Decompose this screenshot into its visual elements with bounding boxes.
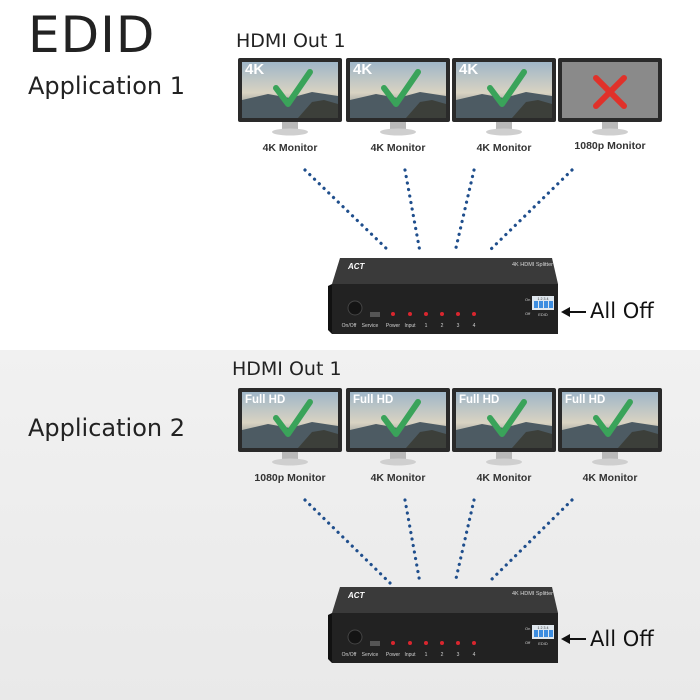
monitor-2-2: Full HD	[346, 388, 450, 473]
resolution-badge: 4K	[353, 61, 373, 78]
resolution-badge: Full HD	[565, 394, 606, 406]
hdmi-line-1-2	[403, 168, 422, 254]
checkmark-icon	[381, 399, 421, 437]
monitor-caption: 4K Monitor	[370, 142, 426, 154]
dip-off-label: Off	[525, 640, 531, 645]
application-2-label: Application 2	[28, 414, 185, 442]
hdmi-line-2-2	[403, 498, 422, 585]
hdmi-out-label-2: HDMI Out 1	[232, 358, 342, 380]
port-label: 1	[425, 323, 428, 329]
status-led	[456, 312, 460, 316]
port-label: On/Off	[342, 652, 357, 658]
monitor-1-4	[558, 58, 662, 143]
dip-numbers: 1 2 3 4	[538, 626, 549, 630]
monitor-caption: 4K Monitor	[476, 472, 532, 484]
application-1-label: Application 1	[28, 72, 185, 100]
resolution-badge: Full HD	[353, 394, 394, 406]
status-led	[391, 641, 395, 645]
resolution-badge: Full HD	[459, 394, 500, 406]
monitor-caption: 1080p Monitor	[574, 140, 646, 152]
page-title: EDID	[28, 6, 156, 64]
power-button[interactable]	[347, 629, 363, 645]
hdmi-line-2-1	[303, 498, 392, 585]
monitor-caption: 1080p Monitor	[254, 472, 326, 484]
checkmark-icon	[273, 399, 313, 437]
monitor-caption: 4K Monitor	[370, 472, 426, 484]
dip-caption: EDID	[538, 641, 548, 646]
dip-on-label: On	[525, 297, 530, 302]
checkmark-icon	[381, 69, 421, 107]
port-label: Power	[386, 652, 401, 658]
port-label: 4	[473, 323, 476, 329]
brand-logo: ACT	[347, 262, 366, 271]
hdmi-line-1-4	[486, 168, 574, 254]
resolution-badge: 4K	[459, 61, 479, 78]
port-label: Service	[362, 652, 379, 658]
port-label: 4	[473, 652, 476, 658]
status-led	[391, 312, 395, 316]
power-button[interactable]	[347, 300, 363, 316]
port-label: Power	[386, 323, 401, 329]
dip-numbers: 1 2 3 4	[538, 297, 549, 301]
status-led	[408, 641, 412, 645]
cross-icon	[593, 75, 627, 109]
dip-state-label-1: All Off	[590, 299, 654, 323]
status-led	[424, 312, 428, 316]
hdmi-line-1-3	[453, 168, 476, 254]
hdmi-line-2-4	[486, 498, 574, 585]
status-led	[472, 641, 476, 645]
service-port	[370, 641, 380, 646]
hdmi-out-label-1: HDMI Out 1	[236, 30, 346, 52]
hdmi-line-1-1	[303, 168, 392, 254]
monitor-2-3: Full HD	[452, 388, 556, 473]
dip-state-label-2: All Off	[590, 627, 654, 651]
hdmi-line-2-3	[453, 498, 476, 585]
status-led	[424, 641, 428, 645]
model-label: 4K HDMI Splitter	[512, 262, 553, 268]
monitor-1-1: 4K	[238, 58, 342, 143]
port-label: Service	[362, 323, 379, 329]
monitor-2-1: Full HD	[238, 388, 342, 473]
resolution-badge: 4K	[245, 61, 265, 78]
status-led	[440, 312, 444, 316]
status-led	[456, 641, 460, 645]
monitor-caption: 4K Monitor	[262, 142, 318, 154]
port-label: 2	[441, 652, 444, 658]
port-label: On/Off	[342, 323, 357, 329]
checkmark-icon	[487, 399, 527, 437]
port-label: 2	[441, 323, 444, 329]
port-label: 1	[425, 652, 428, 658]
checkmark-icon	[593, 399, 633, 437]
monitor-2-4: Full HD	[558, 388, 662, 473]
dip-caption: EDID	[538, 312, 548, 317]
status-led	[408, 312, 412, 316]
monitor-1-3: 4K	[452, 58, 556, 143]
dip-off-label: Off	[525, 311, 531, 316]
port-label: 3	[457, 323, 460, 329]
monitor-caption: 4K Monitor	[476, 142, 532, 154]
resolution-badge: Full HD	[245, 394, 286, 406]
service-port	[370, 312, 380, 317]
port-label: Input	[404, 652, 416, 658]
brand-logo: ACT	[347, 591, 366, 600]
checkmark-icon	[273, 69, 313, 107]
port-label: Input	[404, 323, 416, 329]
status-led	[472, 312, 476, 316]
port-label: 3	[457, 652, 460, 658]
model-label: 4K HDMI Splitter	[512, 591, 553, 597]
dip-on-label: On	[525, 626, 530, 631]
monitor-1-2: 4K	[346, 58, 450, 143]
monitor-caption: 4K Monitor	[582, 472, 638, 484]
checkmark-icon	[487, 69, 527, 107]
status-led	[440, 641, 444, 645]
